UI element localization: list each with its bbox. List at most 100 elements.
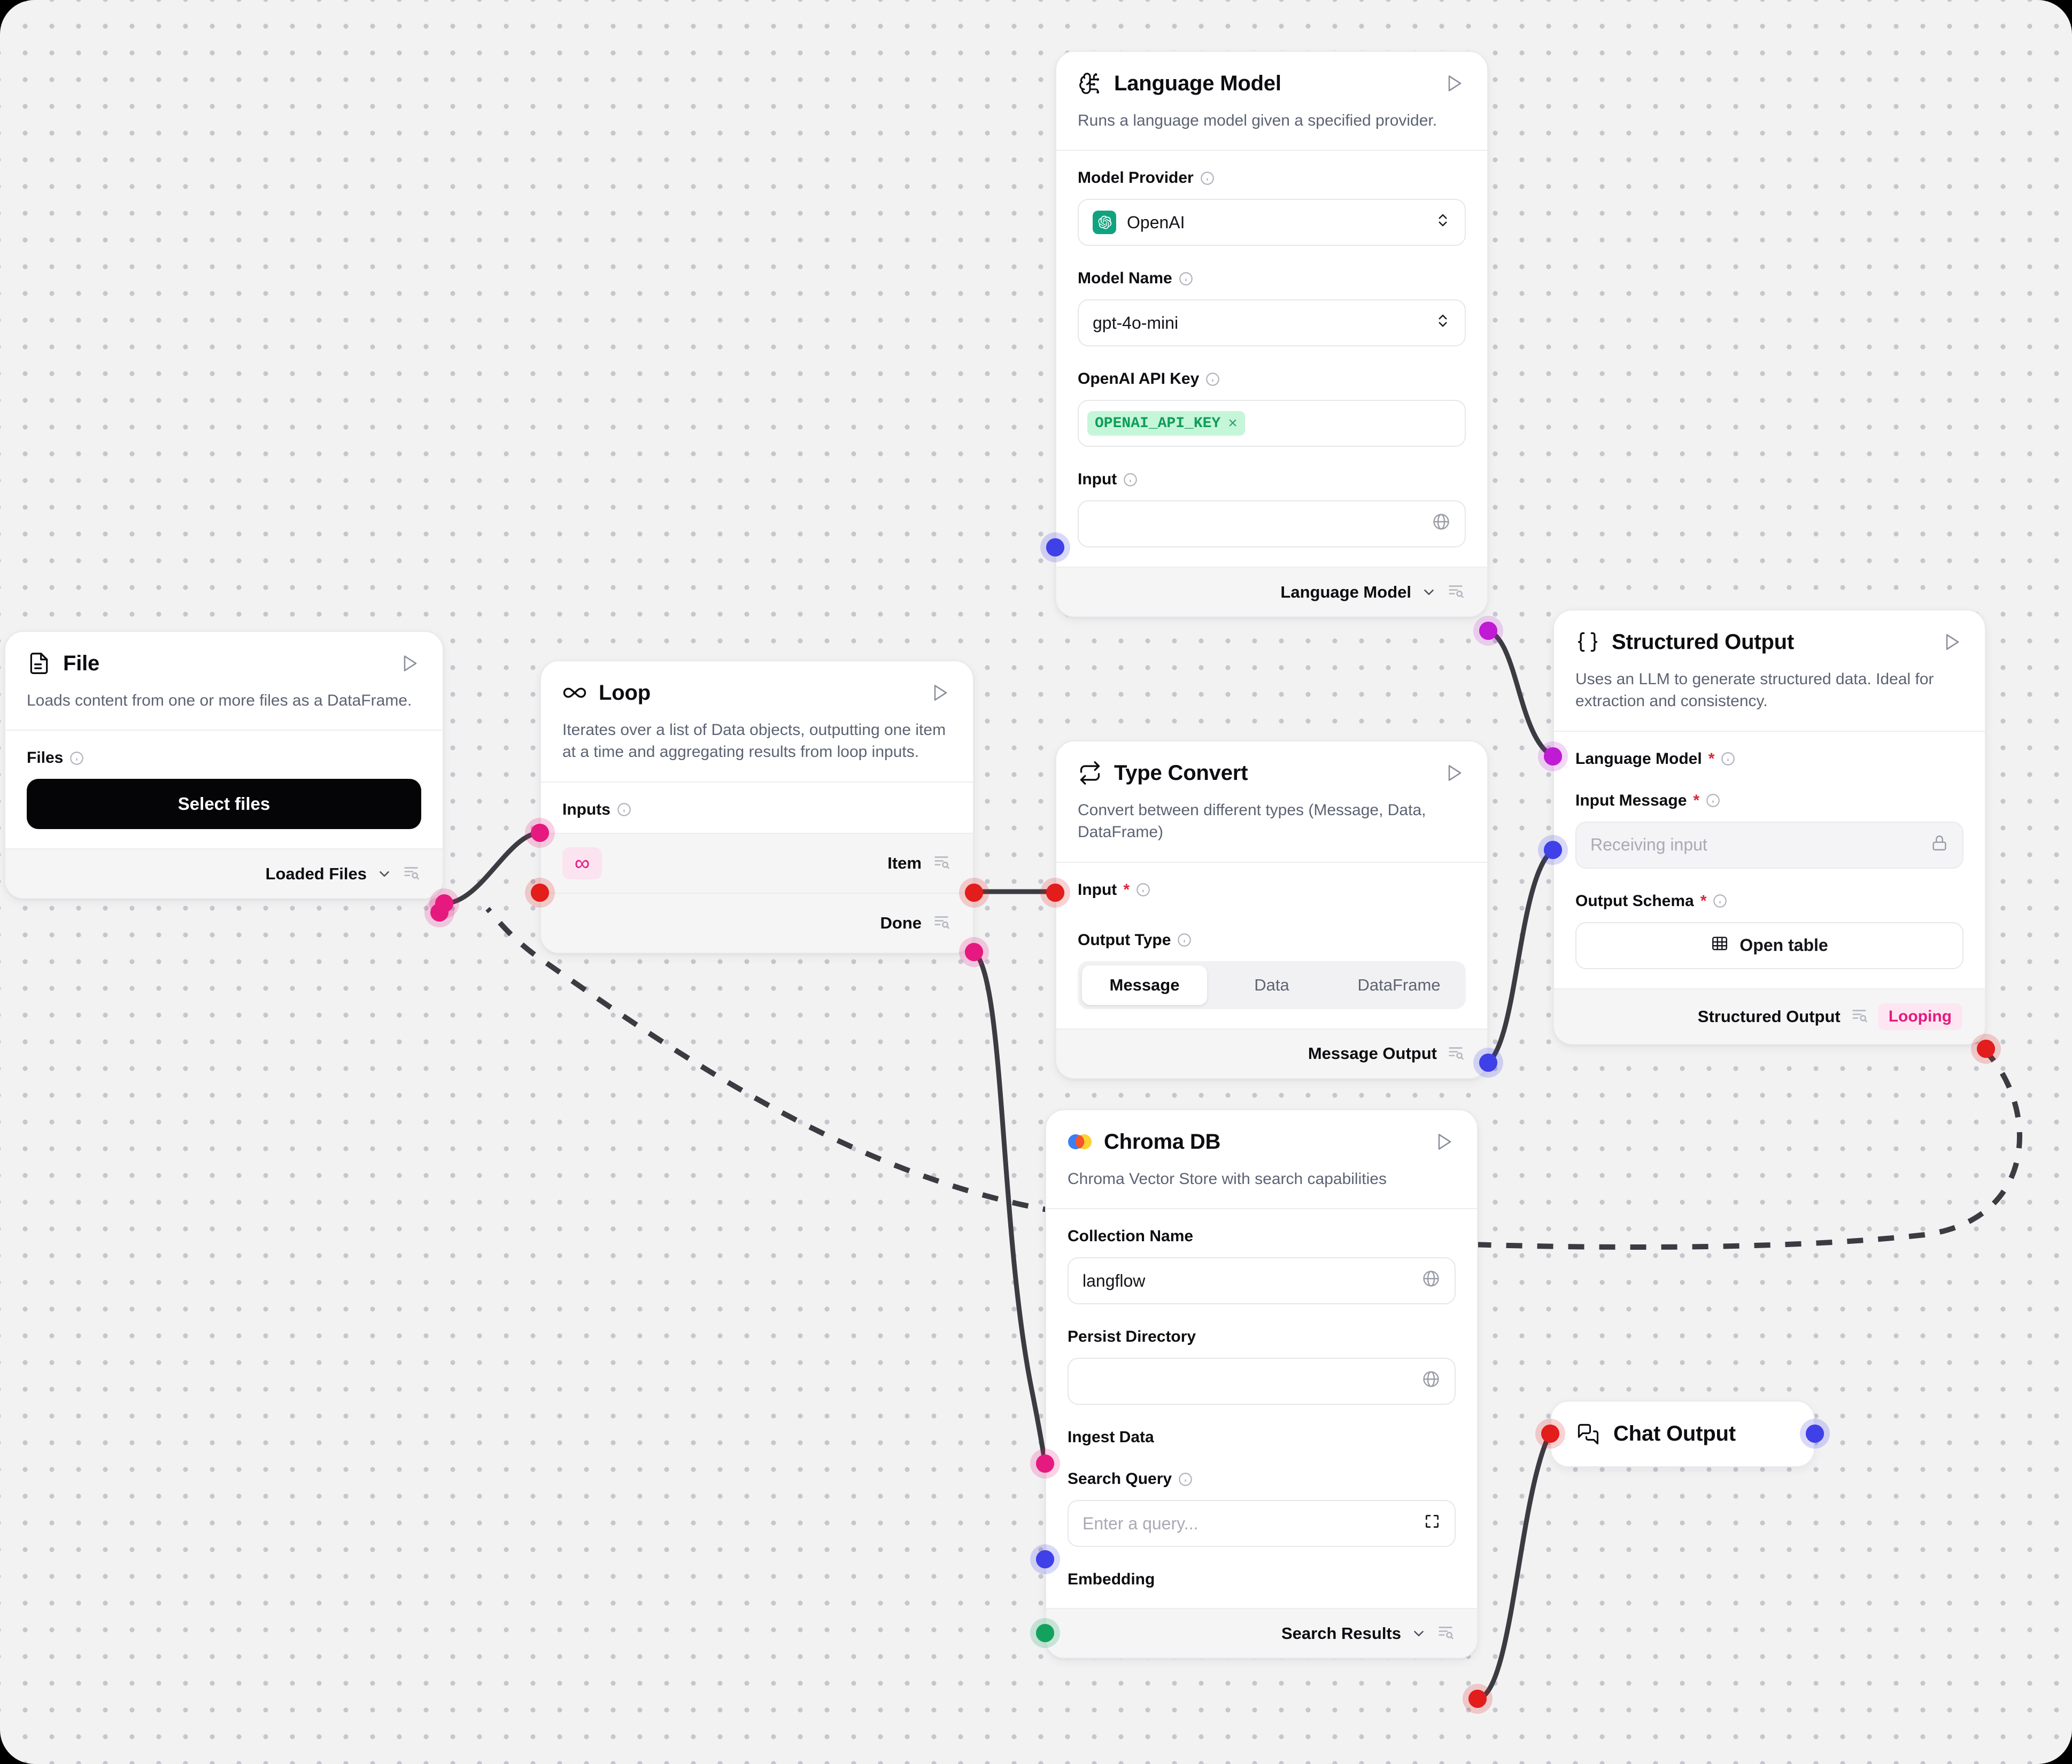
api-key-token[interactable]: OPENAI_API_KEY × <box>1087 411 1245 436</box>
open-table-button[interactable]: Open table <box>1575 922 1963 969</box>
braces-icon <box>1575 630 1600 654</box>
port-file-loaded-files-out[interactable] <box>429 888 459 918</box>
port-structured-output-input-message-in[interactable] <box>1538 835 1568 865</box>
chroma-db-footer: Search Results <box>1046 1608 1477 1658</box>
inspect-output-icon[interactable] <box>402 863 420 884</box>
messages-square-icon <box>1576 1422 1601 1446</box>
openai-api-key-field[interactable]: OPENAI_API_KEY × <box>1078 400 1466 447</box>
structured-output-title: Structured Output <box>1612 630 1795 654</box>
inspect-output-icon[interactable] <box>1436 1623 1455 1644</box>
file-node-footer: Loaded Files <box>5 848 443 899</box>
info-icon[interactable] <box>1713 894 1727 908</box>
language-model-body: Model Provider OpenAI Model Name gpt-4o-… <box>1056 150 1487 567</box>
port-type-convert-message-output-out[interactable] <box>1473 1048 1503 1078</box>
chevron-down-icon[interactable] <box>1421 584 1437 600</box>
inspect-output-icon[interactable] <box>932 853 950 873</box>
info-icon[interactable] <box>1205 372 1220 386</box>
inspect-output-icon[interactable] <box>1447 1043 1465 1064</box>
node-type-convert[interactable]: Type Convert Convert between different t… <box>1055 740 1488 1079</box>
type-convert-output-label: Message Output <box>1308 1044 1437 1063</box>
run-play-icon[interactable] <box>1432 1130 1456 1154</box>
info-icon[interactable] <box>69 751 84 765</box>
info-icon[interactable] <box>617 802 631 817</box>
node-structured-output[interactable]: Structured Output Uses an LLM to generat… <box>1553 609 1986 1045</box>
lm-input-field[interactable] <box>1078 500 1466 548</box>
model-provider-label: Model Provider <box>1078 169 1466 187</box>
port-language-model-out[interactable] <box>1473 616 1503 646</box>
node-language-model[interactable]: Language Model Runs a language model giv… <box>1055 51 1488 618</box>
loop-output-row-done: Done <box>541 892 973 953</box>
chevron-down-icon[interactable] <box>376 866 392 882</box>
globe-icon[interactable] <box>1432 512 1451 536</box>
output-type-option-dataframe[interactable]: DataFrame <box>1357 975 1441 994</box>
port-loop-item-out[interactable] <box>959 878 989 908</box>
info-icon[interactable] <box>1177 933 1192 947</box>
language-model-footer: Language Model <box>1056 567 1487 617</box>
node-file[interactable]: File Loads content from one or more file… <box>4 631 454 927</box>
info-icon[interactable] <box>1136 883 1150 897</box>
port-chroma-embedding-in[interactable] <box>1030 1618 1060 1648</box>
globe-icon[interactable] <box>1421 1269 1441 1293</box>
node-chat-output[interactable]: Chat Output <box>1550 1401 1815 1467</box>
info-icon[interactable] <box>1200 171 1215 185</box>
chroma-db-output-label: Search Results <box>1281 1623 1401 1643</box>
info-icon[interactable] <box>1706 793 1720 808</box>
run-play-icon[interactable] <box>928 681 952 705</box>
chevron-down-icon[interactable] <box>1411 1626 1427 1642</box>
so-output-schema-label: Output Schema* <box>1575 892 1963 910</box>
language-model-title: Language Model <box>1114 71 1281 95</box>
output-type-label: Output Type <box>1078 931 1466 949</box>
node-loop[interactable]: Loop Iterates over a list of Data object… <box>540 660 974 954</box>
table-icon <box>1711 934 1729 957</box>
info-icon[interactable] <box>1721 752 1735 766</box>
model-name-select[interactable]: gpt-4o-mini <box>1078 299 1466 347</box>
info-icon[interactable] <box>1178 1472 1193 1487</box>
inspect-output-icon[interactable] <box>1850 1006 1868 1027</box>
port-loop-loop-in[interactable] <box>525 878 555 908</box>
port-type-convert-input-in[interactable] <box>1040 878 1070 908</box>
port-chat-output-in[interactable] <box>1535 1419 1565 1449</box>
info-icon[interactable] <box>1123 473 1138 487</box>
select-files-button[interactable]: Select files <box>27 779 421 830</box>
chroma-logo-icon <box>1068 1129 1092 1154</box>
node-chroma-db[interactable]: Chroma DB Chroma Vector Store with searc… <box>1045 1109 1478 1659</box>
run-play-icon[interactable] <box>1442 72 1466 95</box>
port-chroma-search-query-in[interactable] <box>1030 1544 1060 1574</box>
type-convert-title: Type Convert <box>1114 761 1248 785</box>
file-node-body: Files Select files <box>5 730 443 848</box>
run-play-icon[interactable] <box>1940 630 1963 654</box>
port-chat-output-out[interactable] <box>1800 1419 1830 1449</box>
info-icon[interactable] <box>1179 272 1193 286</box>
port-loop-done-out[interactable] <box>959 937 989 967</box>
model-provider-select[interactable]: OpenAI <box>1078 199 1466 246</box>
chevron-up-down-icon[interactable] <box>1435 211 1451 234</box>
persist-directory-label: Persist Directory <box>1068 1328 1196 1346</box>
collection-name-field[interactable]: langflow <box>1068 1257 1456 1305</box>
remove-token-icon[interactable]: × <box>1228 414 1238 432</box>
loop-output-row-item: ∞ Item <box>541 832 973 893</box>
port-structured-output-language-model-in[interactable] <box>1538 741 1568 771</box>
loop-node-header: Loop Iterates over a list of Data object… <box>541 661 973 782</box>
run-play-icon[interactable] <box>398 652 421 675</box>
inspect-output-icon[interactable] <box>1447 582 1465 602</box>
output-type-option-data[interactable]: Data <box>1254 975 1289 994</box>
output-type-option-message[interactable]: Message <box>1082 965 1207 1005</box>
chevron-up-down-icon[interactable] <box>1435 312 1451 334</box>
output-type-segmented-control[interactable]: Message Data DataFrame <box>1078 961 1466 1009</box>
globe-icon[interactable] <box>1421 1370 1441 1393</box>
port-loop-inputs-in[interactable] <box>525 818 555 848</box>
run-play-icon[interactable] <box>1442 761 1466 785</box>
inspect-output-icon[interactable] <box>932 912 950 933</box>
port-chroma-search-results-out[interactable] <box>1463 1684 1493 1714</box>
port-chroma-ingest-data-in[interactable] <box>1030 1449 1060 1479</box>
port-language-model-input-in[interactable] <box>1040 532 1070 562</box>
persist-directory-field[interactable] <box>1068 1358 1456 1405</box>
expand-icon[interactable] <box>1424 1513 1441 1534</box>
required-marker: * <box>1708 749 1715 768</box>
required-marker: * <box>1693 791 1700 809</box>
language-model-header: Language Model Runs a language model giv… <box>1056 52 1487 150</box>
openai-api-key-label: OpenAI API Key <box>1078 370 1466 388</box>
search-query-field[interactable]: Enter a query... <box>1068 1500 1456 1548</box>
port-structured-output-out[interactable] <box>1971 1034 2001 1064</box>
